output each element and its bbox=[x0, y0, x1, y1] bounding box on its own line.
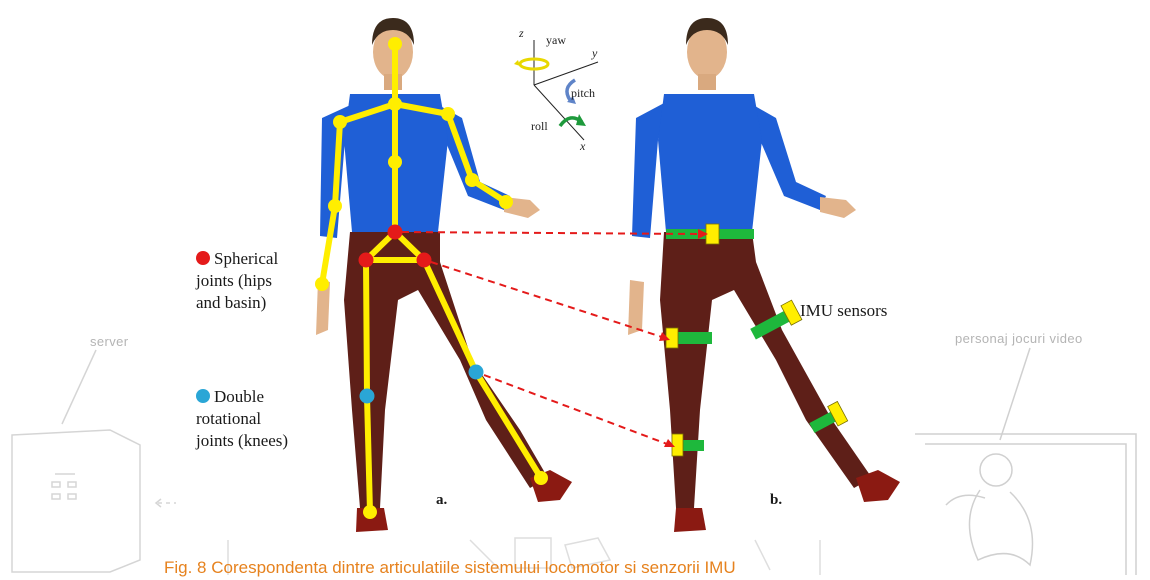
axis-label-yaw: yaw bbox=[546, 33, 566, 47]
rotation-axes-diagram: z y x yaw pitch roll bbox=[514, 26, 598, 153]
axis-label-roll: roll bbox=[531, 119, 548, 133]
arrow-hip-to-thigh bbox=[431, 262, 662, 337]
background-character-icon bbox=[915, 348, 1136, 575]
legend-spherical: Spherical joints (hips and basin) bbox=[196, 226, 278, 314]
server-label: server bbox=[90, 334, 129, 349]
panel-a-label: a. bbox=[436, 492, 447, 509]
spherical-joint-basin bbox=[388, 225, 403, 240]
axis-label-pitch: pitch bbox=[571, 86, 595, 100]
figure-caption: Fig. 8 Corespondenta dintre articulatiil… bbox=[164, 558, 1064, 578]
knee-joint-right bbox=[360, 389, 375, 404]
imu-sensors-label: IMU sensors bbox=[800, 300, 887, 322]
panel-b-label: b. bbox=[770, 492, 782, 509]
spherical-joint-legend-icon bbox=[196, 251, 210, 265]
figure-a-body bbox=[316, 18, 572, 532]
character-label: personaj jocuri video bbox=[955, 331, 1083, 346]
axis-label-y: y bbox=[591, 46, 598, 60]
correspondence-arrows bbox=[402, 232, 700, 444]
legend-double: Double rotational joints (knees) bbox=[196, 364, 288, 452]
figure-b-body bbox=[628, 18, 900, 532]
arrow-basin-to-waist bbox=[402, 232, 700, 234]
knee-joint-left bbox=[469, 365, 484, 380]
spherical-joint-hip-right bbox=[359, 253, 374, 268]
spherical-joint-hip-left bbox=[417, 253, 432, 268]
axis-label-x: x bbox=[579, 139, 586, 153]
axis-label-z: z bbox=[518, 26, 524, 40]
background-server-icon bbox=[12, 350, 176, 572]
double-joint-legend-icon bbox=[196, 389, 210, 403]
